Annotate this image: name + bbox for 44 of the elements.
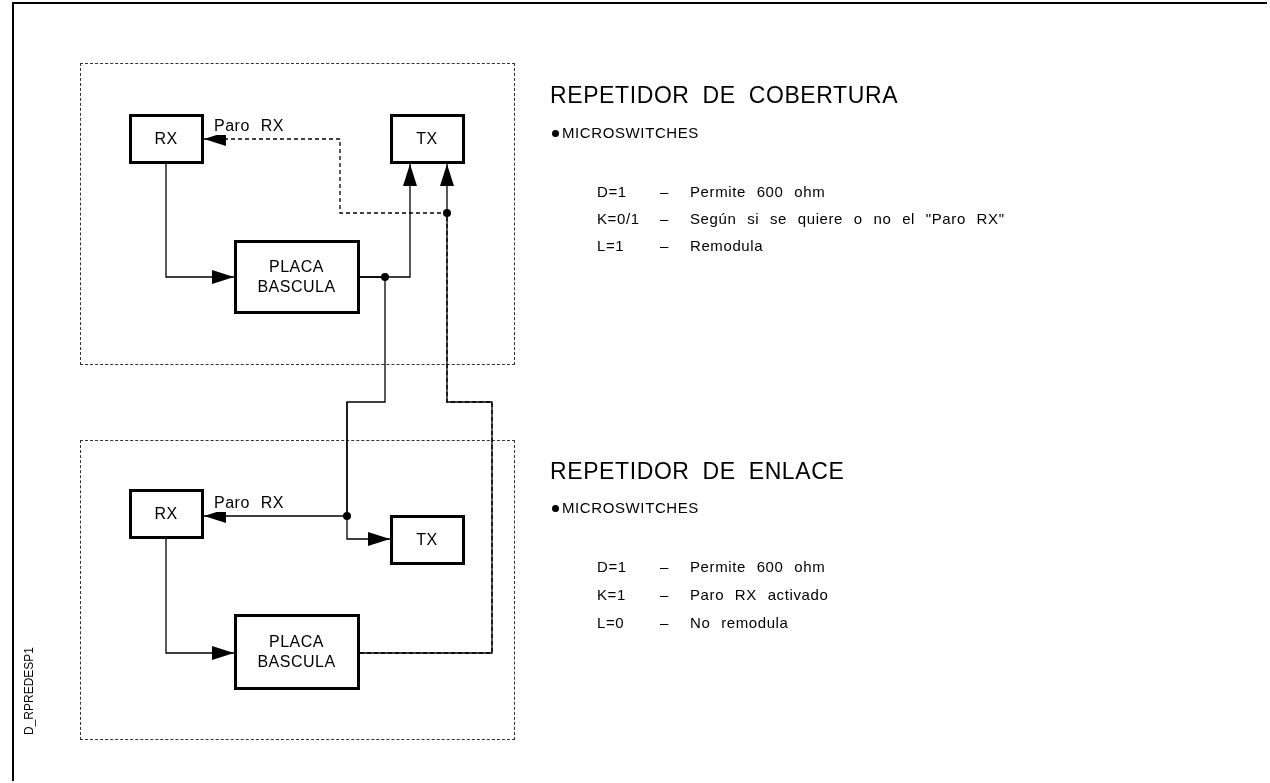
note-text: MICROSWITCHES [562,124,699,141]
note-text: Permite 600 ohm [690,558,826,575]
note-text: – [660,614,669,631]
section-heading: REPETIDOR DE ENLACE [550,458,845,485]
dashed-group-frame [80,440,515,740]
note-text: D=1 [597,183,627,200]
note-text: – [660,586,669,603]
note-text: – [660,237,669,254]
module-label: RX [154,503,178,524]
module-box [233,613,360,690]
note-text: Permite 600 ohm [690,183,826,200]
module-label: PLACA BASCULA [257,256,336,297]
note-text: K=1 [597,586,626,603]
module-label: TX [416,128,438,149]
arrow [359,163,493,654]
note-text: L=0 [597,614,625,631]
note-text: MICROSWITCHES [562,499,699,516]
section-heading: REPETIDOR DE COBERTURA [550,82,899,109]
module-label: PLACA BASCULA [257,631,336,672]
arrow [203,276,386,523]
edge-label: Paro RX [212,494,286,512]
dashed-group-frame [80,63,515,365]
module-label: TX [416,529,438,550]
module-box [389,113,465,164]
note-text: Paro RX activado [690,586,829,603]
note-text: D=1 [597,558,627,575]
note-text: – [660,210,669,227]
note-text: No remodula [690,614,789,631]
module-box [128,113,204,164]
note-text: L=1 [597,237,625,254]
note-text: Según si se quiere o no el "Paro RX" [690,210,1005,227]
note-text: K=0/1 [597,210,640,227]
note-text: – [660,183,669,200]
arrow [165,538,235,660]
module-box [233,239,360,314]
arrow [165,163,235,284]
note-text: Remodula [690,237,764,254]
edge-label: Paro RX [212,117,286,135]
arrow [346,401,391,546]
drawing-code: D_RPREDESP1 [22,646,36,735]
module-box [128,488,204,539]
note-text: – [660,558,669,575]
module-label: RX [154,128,178,149]
module-box [389,514,465,565]
